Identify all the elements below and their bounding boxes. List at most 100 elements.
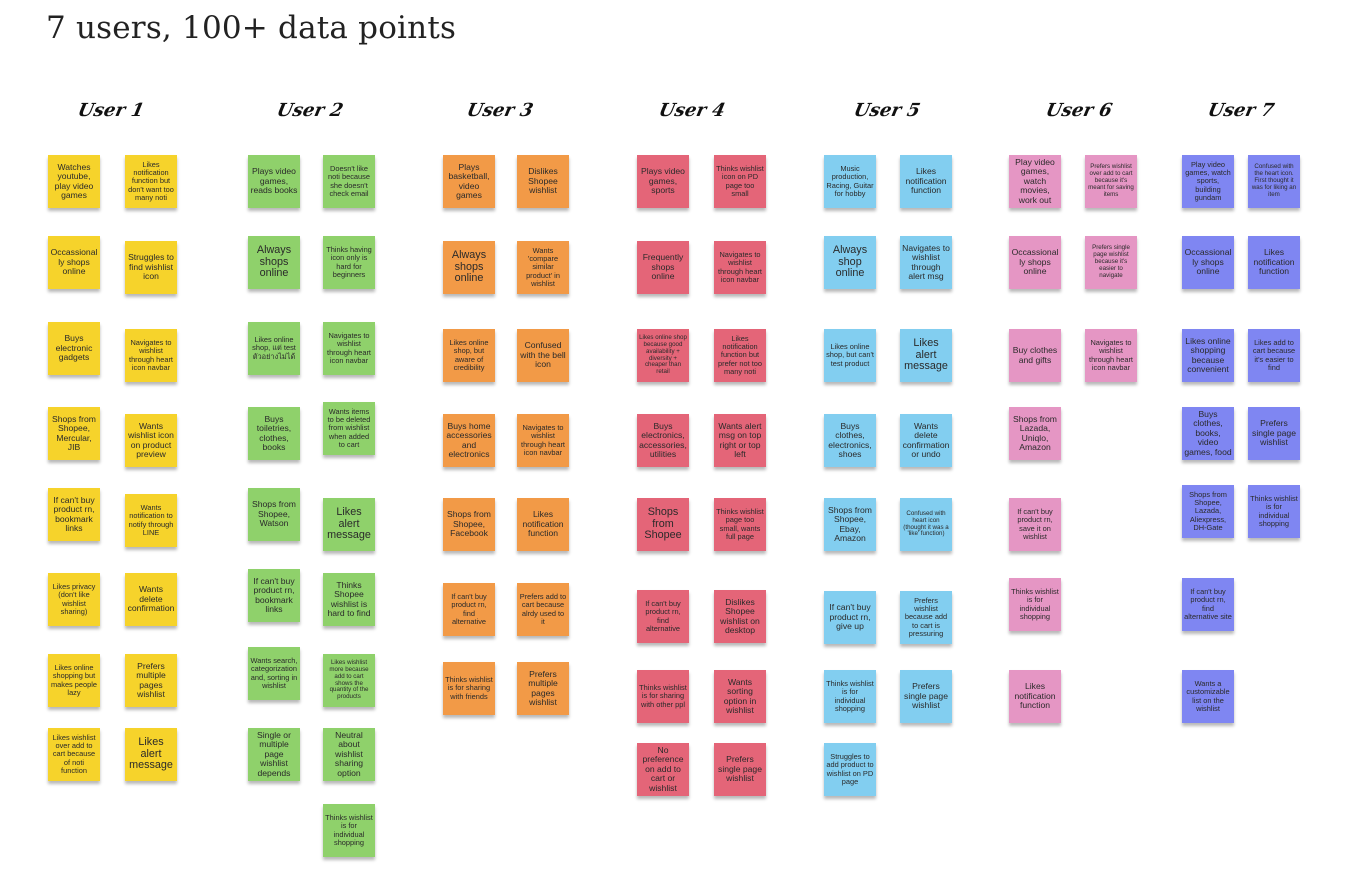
sticky-note[interactable]: Likes online shop, but aware of credibil… (443, 329, 495, 382)
sticky-note[interactable]: Navigates to wishlist through alert msg (900, 236, 952, 289)
sticky-note[interactable]: Prefers multiple pages wishlist (125, 654, 177, 707)
sticky-note[interactable]: Prefers single page wishlist (1248, 407, 1300, 460)
sticky-note[interactable]: Doesn't like noti because she doesn't ch… (323, 155, 375, 208)
sticky-note[interactable]: Likes wishlist over add to cart because … (48, 728, 100, 781)
sticky-note[interactable]: Dislikes Shopee wishlist (517, 155, 569, 208)
sticky-note[interactable]: Thinks wishlist icon on PD page too smal… (714, 155, 766, 208)
sticky-note[interactable]: Shops from Shopee, Watson (248, 488, 300, 541)
sticky-note[interactable]: Navigates to wishlist through heart icon… (125, 329, 177, 382)
sticky-note[interactable]: Watches youtube, play video games (48, 155, 100, 208)
sticky-note[interactable]: Play video games, watch sports, building… (1182, 155, 1234, 208)
sticky-note[interactable]: Prefers single page wishlist because it'… (1085, 236, 1137, 289)
sticky-note[interactable]: Thinks Shopee wishlist is hard to find (323, 573, 375, 626)
sticky-note[interactable]: Plays video games, sports (637, 155, 689, 208)
sticky-note[interactable]: Likes online shopping but makes people l… (48, 654, 100, 707)
sticky-note[interactable]: Wants alert msg on top right or top left (714, 414, 766, 467)
sticky-note[interactable]: Likes online shopping because convenient (1182, 329, 1234, 382)
sticky-note[interactable]: Prefers single page wishlist (714, 743, 766, 796)
sticky-note[interactable]: Occassionally shops online (48, 236, 100, 289)
sticky-note[interactable]: If can't buy product rn, find alternativ… (637, 590, 689, 643)
sticky-note[interactable]: No preference on add to cart or wishlist (637, 743, 689, 796)
sticky-note[interactable]: Likes online shop, but can't test produc… (824, 329, 876, 382)
sticky-note[interactable]: Thinks having icon only is hard for begi… (323, 236, 375, 289)
sticky-note[interactable]: Likes notification function (1248, 236, 1300, 289)
sticky-note[interactable]: Wants items to be deleted from wishlist … (323, 402, 375, 455)
sticky-note[interactable]: Prefers multiple pages wishlist (517, 662, 569, 715)
sticky-note[interactable]: Likes add to cart because it's easier to… (1248, 329, 1300, 382)
sticky-note[interactable]: Play video games, watch movies, work out (1009, 155, 1061, 208)
sticky-note[interactable]: Shops from Lazada, Uniqlo, Amazon (1009, 407, 1061, 460)
sticky-note[interactable]: Wants wishlist icon on product preview (125, 414, 177, 467)
sticky-note[interactable]: Buys home accessories and electronics (443, 414, 495, 467)
sticky-note[interactable]: Buys electronic gadgets (48, 322, 100, 375)
sticky-note[interactable]: Wants sorting option in wishlist (714, 670, 766, 723)
sticky-note[interactable]: Buy clothes and gifts (1009, 329, 1061, 382)
sticky-note[interactable]: Navigates to wishlist through heart icon… (323, 322, 375, 375)
sticky-note[interactable]: Always shop online (824, 236, 876, 289)
sticky-note[interactable]: Buys clothes, books, video games, food (1182, 407, 1234, 460)
sticky-note[interactable]: If can't buy product rn, find alternativ… (1182, 578, 1234, 631)
sticky-note[interactable]: Shops from Shopee (637, 498, 689, 551)
sticky-note[interactable]: Likes alert message (900, 329, 952, 382)
sticky-note[interactable]: Wants 'compare similar product' in wishl… (517, 241, 569, 294)
sticky-note[interactable]: Always shops online (248, 236, 300, 289)
sticky-note[interactable]: Music production, Racing, Guitar for hob… (824, 155, 876, 208)
sticky-note[interactable]: Wants delete confirmation (125, 573, 177, 626)
sticky-note[interactable]: Likes notification function (1009, 670, 1061, 723)
sticky-note[interactable]: Likes wishlist more because add to cart … (323, 654, 375, 707)
sticky-note[interactable]: Confused with the bell icon (517, 329, 569, 382)
sticky-note[interactable]: Frequently shops online (637, 241, 689, 294)
sticky-note[interactable]: Occassionally shops online (1009, 236, 1061, 289)
sticky-note[interactable]: Occassionally shops online (1182, 236, 1234, 289)
sticky-note[interactable]: Likes notification function (900, 155, 952, 208)
sticky-note[interactable]: If can't buy product rn, bookmark links (248, 569, 300, 622)
sticky-note[interactable]: Prefers add to cart because alrdy used t… (517, 583, 569, 636)
sticky-note[interactable]: Likes online shop, แต่ test ตัวอย่างไม่ไ… (248, 322, 300, 375)
sticky-note[interactable]: Likes alert message (323, 498, 375, 551)
sticky-note[interactable]: Likes privacy (don't like wishlist shari… (48, 573, 100, 626)
sticky-note[interactable]: Buys toiletries, clothes, books (248, 407, 300, 460)
sticky-note[interactable]: Wants search, categorization and, sortin… (248, 647, 300, 700)
sticky-note[interactable]: Likes online shop because good availabil… (637, 329, 689, 382)
sticky-note[interactable]: Thinks wishlist page too small, wants fu… (714, 498, 766, 551)
sticky-note[interactable]: If can't buy product rn, bookmark links (48, 488, 100, 541)
sticky-note[interactable]: Always shops online (443, 241, 495, 294)
sticky-note[interactable]: If can't buy product rn, give up (824, 591, 876, 644)
sticky-note[interactable]: Dislikes Shopee wishlist on desktop (714, 590, 766, 643)
sticky-note[interactable]: Confused with the heart icon. First thou… (1248, 155, 1300, 208)
sticky-note[interactable]: Buys clothes, electronics, shoes (824, 414, 876, 467)
sticky-note[interactable]: Thinks wishlist is for individual shoppi… (323, 804, 375, 857)
sticky-note[interactable]: Plays video games, reads books (248, 155, 300, 208)
sticky-note[interactable]: Wants delete confirmation or undo (900, 414, 952, 467)
sticky-note[interactable]: Shops from Shopee, Facebook (443, 498, 495, 551)
sticky-note[interactable]: Thinks wishlist is for individual shoppi… (824, 670, 876, 723)
sticky-note[interactable]: Thinks wishlist is for individual shoppi… (1248, 485, 1300, 538)
sticky-note[interactable]: Wants a customizable list on the wishlis… (1182, 670, 1234, 723)
sticky-note[interactable]: Struggles to add product to wishlist on … (824, 743, 876, 796)
sticky-note[interactable]: Shops from Shopee, Ebay, Amazon (824, 498, 876, 551)
sticky-note[interactable]: Plays basketball, video games (443, 155, 495, 208)
sticky-note[interactable]: Thinks wishlist is for sharing with frie… (443, 662, 495, 715)
sticky-note[interactable]: Neutral about wishlist sharing option (323, 728, 375, 781)
sticky-note[interactable]: Prefers single page wishlist (900, 670, 952, 723)
sticky-note[interactable]: Confused with heart icon (thought it was… (900, 498, 952, 551)
sticky-note[interactable]: Struggles to find wishlist icon (125, 241, 177, 294)
sticky-note[interactable]: Navigates to wishlist through heart icon… (1085, 329, 1137, 382)
sticky-note[interactable]: Likes notification function but don't wa… (125, 155, 177, 208)
sticky-note[interactable]: Prefers wishlist because add to cart is … (900, 591, 952, 644)
sticky-note[interactable]: Buys electronics, accessories, utilities (637, 414, 689, 467)
sticky-note[interactable]: Wants notification to notify through LIN… (125, 494, 177, 547)
sticky-note[interactable]: Shops from Shopee, Lazada, Aliexpress, D… (1182, 485, 1234, 538)
sticky-note[interactable]: If can't buy product rn, save it on wish… (1009, 498, 1061, 551)
sticky-note[interactable]: Navigates to wishlist through heart icon… (714, 241, 766, 294)
sticky-note[interactable]: Single or multiple page wishlist depends (248, 728, 300, 781)
sticky-note[interactable]: Thinks wishlist is for individual shoppi… (1009, 578, 1061, 631)
sticky-note[interactable]: Shops from Shopee, Mercular, JIB (48, 407, 100, 460)
sticky-note[interactable]: If can't buy product rn, find alternativ… (443, 583, 495, 636)
sticky-note[interactable]: Thinks wishlist is for sharing with othe… (637, 670, 689, 723)
sticky-note[interactable]: Likes alert message (125, 728, 177, 781)
sticky-note[interactable]: Prefers wishlist over add to cart becaus… (1085, 155, 1137, 208)
sticky-note[interactable]: Navigates to wishlist through heart icon… (517, 414, 569, 467)
sticky-note[interactable]: Likes notification function but prefer n… (714, 329, 766, 382)
sticky-note[interactable]: Likes notification function (517, 498, 569, 551)
